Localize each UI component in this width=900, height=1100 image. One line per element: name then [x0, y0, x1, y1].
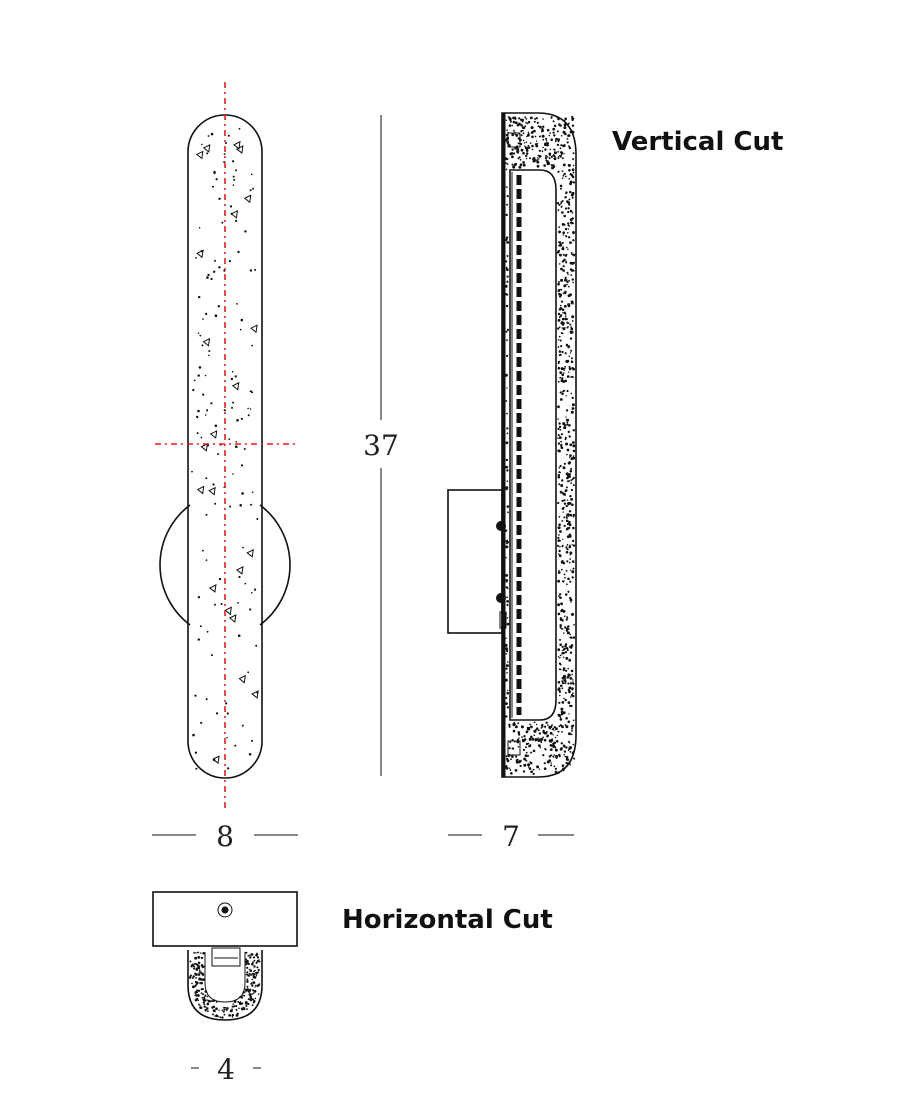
screw-upper: [496, 521, 506, 531]
side-body-outline: [501, 112, 577, 778]
end-cap-bottom: [507, 740, 521, 756]
side-view: [447, 112, 577, 778]
connector: [499, 611, 507, 629]
section-speckle: [188, 951, 261, 1019]
end-cap-top: [507, 132, 521, 148]
height-dimension: 37: [363, 115, 399, 776]
horizontal-cut-label: Horizontal Cut: [342, 905, 553, 935]
side-speckle: [504, 115, 576, 776]
section-led-module: [211, 947, 241, 967]
section-base-plate: [152, 891, 298, 947]
section-width-value: 4: [217, 1053, 235, 1086]
front-width-dimension: 8: [152, 820, 298, 853]
section-screw-inner: [221, 906, 229, 914]
section-cavity: [204, 952, 246, 1003]
wall-plate-circle: [159, 504, 191, 626]
inner-cavity: [509, 169, 557, 721]
height-value: 37: [363, 429, 399, 462]
vertical-cut-label: Vertical Cut: [612, 127, 783, 157]
front-speckle: [191, 127, 259, 770]
side-depth-value: 7: [502, 820, 520, 853]
section-screw-outer: [217, 902, 233, 918]
screw-lower: [496, 593, 506, 603]
section-width-dimension: 4: [191, 1053, 261, 1086]
side-depth-dimension: 7: [448, 820, 574, 853]
horizontal-section: [152, 891, 298, 1021]
front-view: [155, 82, 295, 810]
mounting-bracket: [447, 489, 503, 634]
front-width-value: 8: [216, 820, 234, 853]
section-body: [187, 950, 263, 1021]
wall-plate-circle-right: [259, 504, 291, 626]
